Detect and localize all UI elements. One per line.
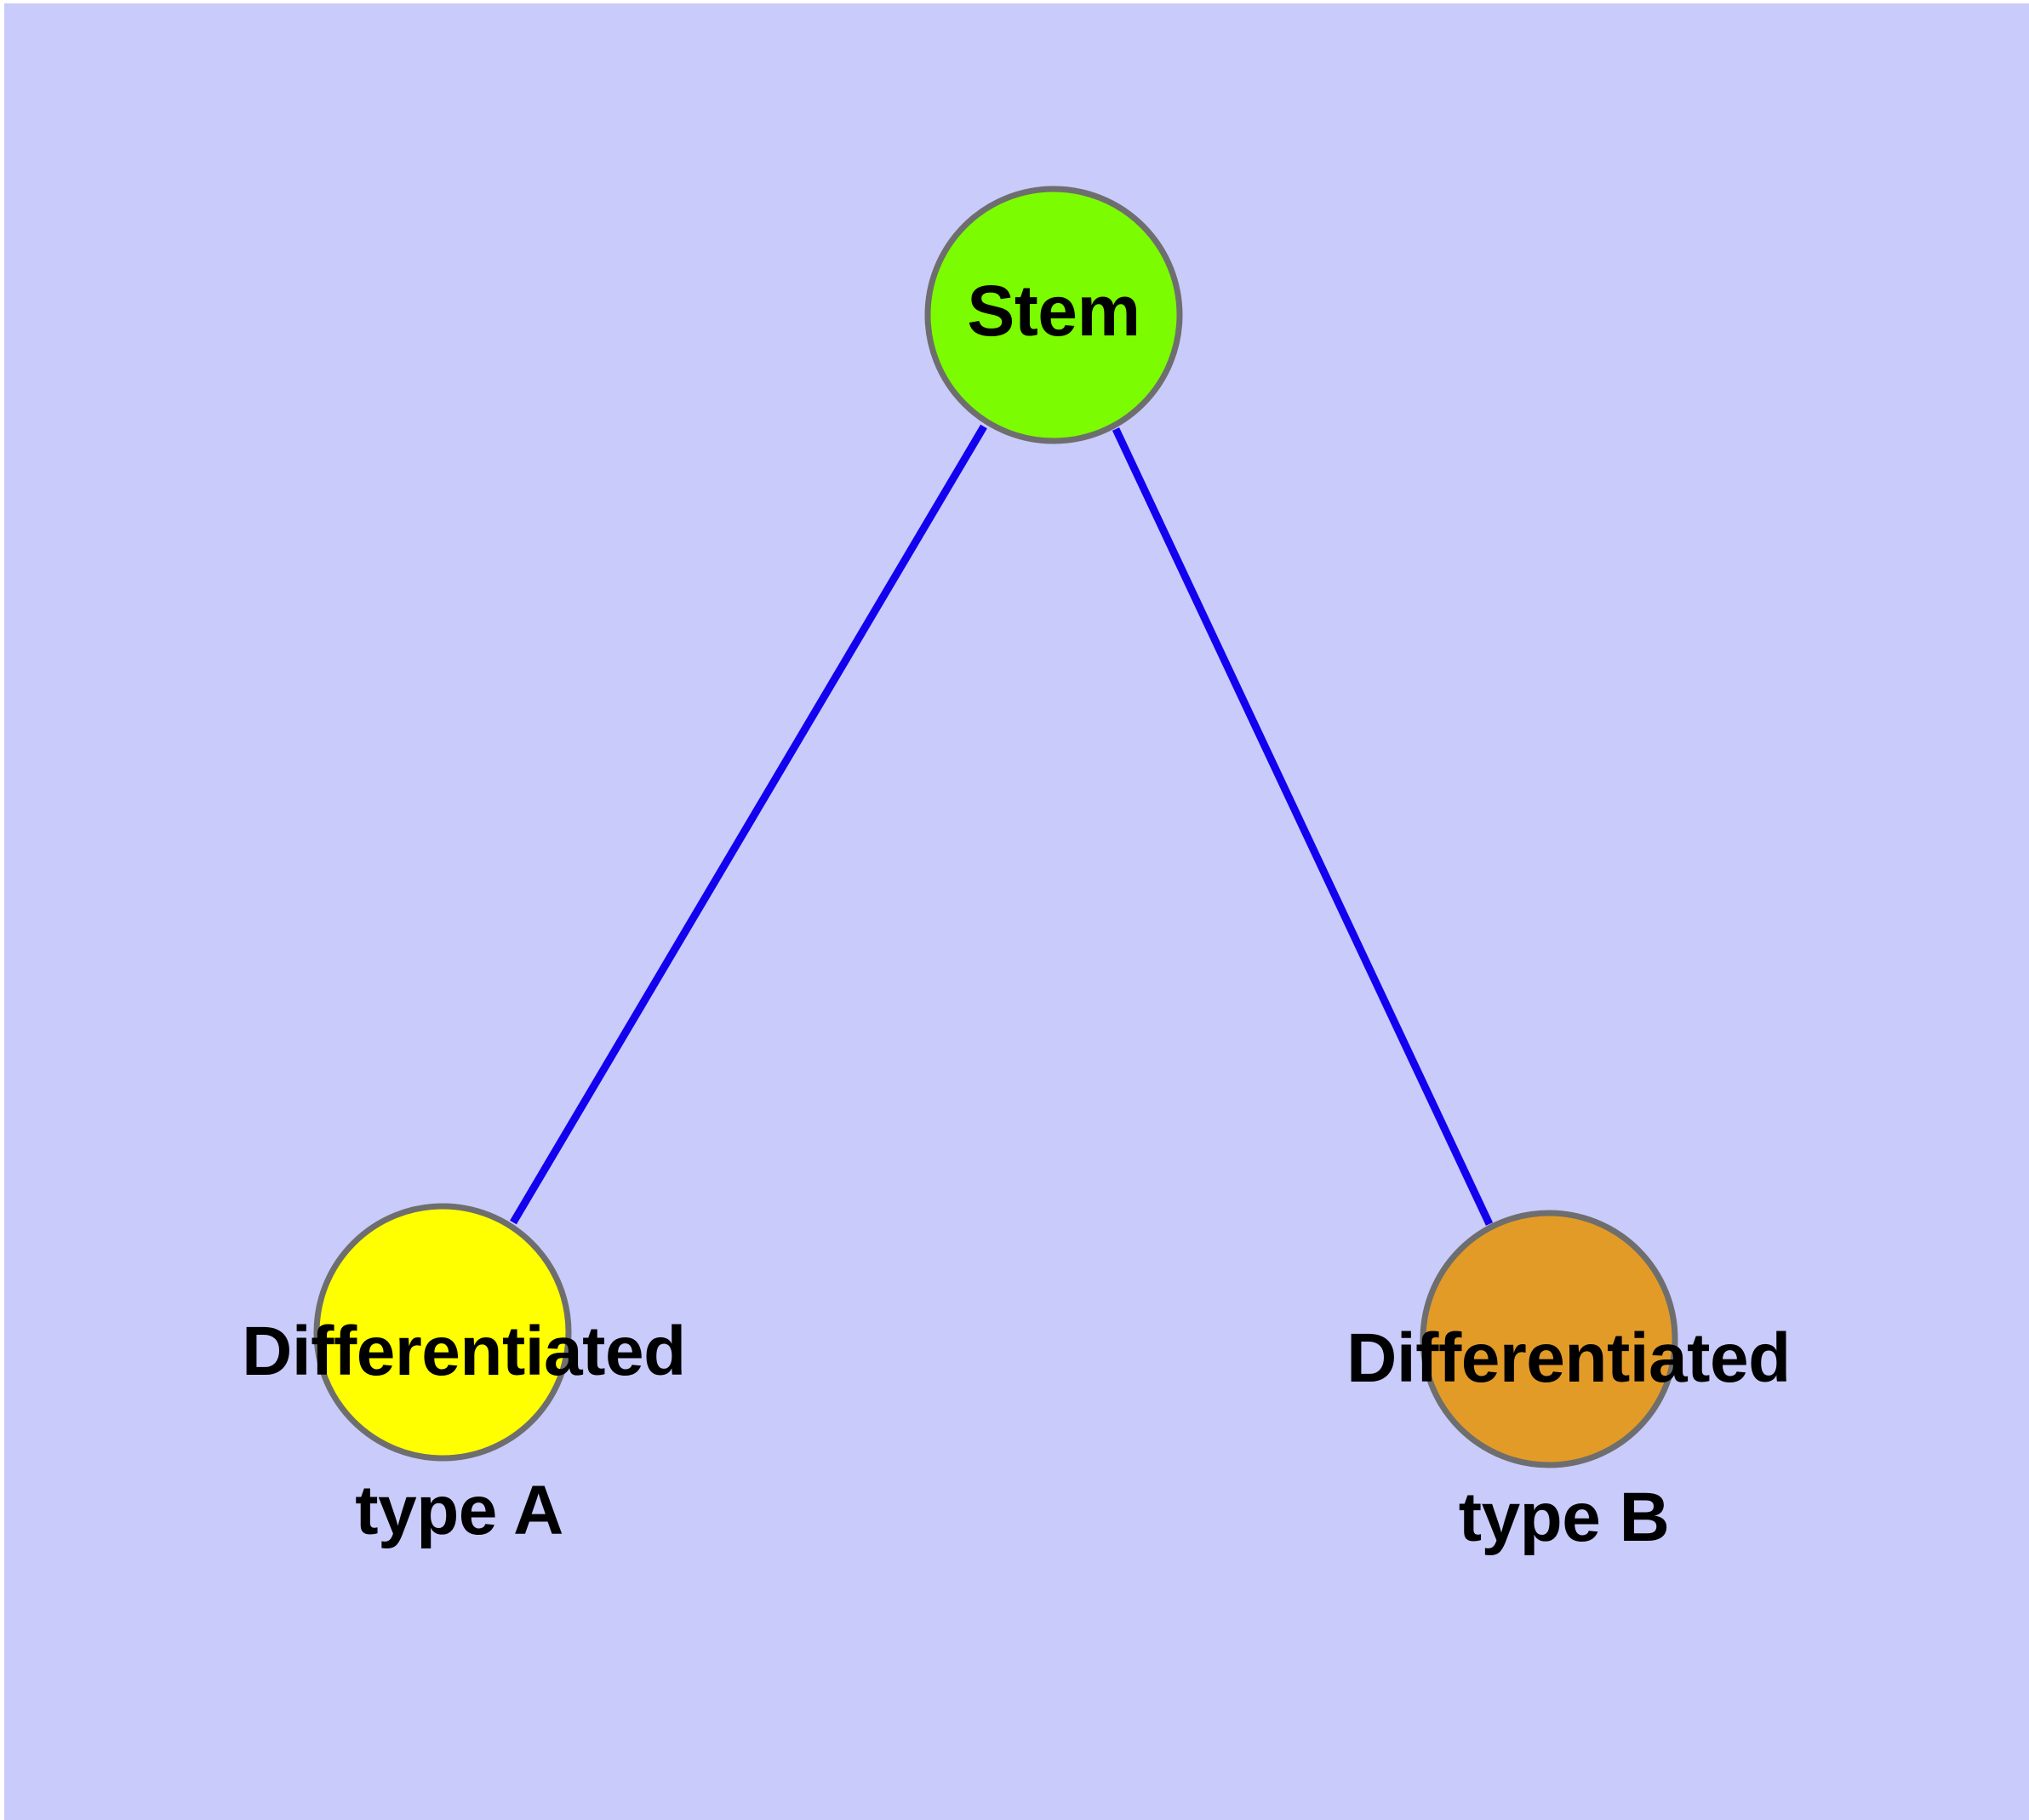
node-stem-circle[interactable] <box>924 186 1183 444</box>
edge-stem-to-diff-a[interactable] <box>510 424 987 1225</box>
edge-stem-to-diff-b[interactable] <box>1112 427 1494 1226</box>
node-diff-a-circle[interactable] <box>313 1203 572 1462</box>
node-layer <box>313 186 1678 1468</box>
node-diff-b-circle[interactable] <box>1420 1210 1678 1468</box>
edge-layer <box>510 424 1494 1226</box>
